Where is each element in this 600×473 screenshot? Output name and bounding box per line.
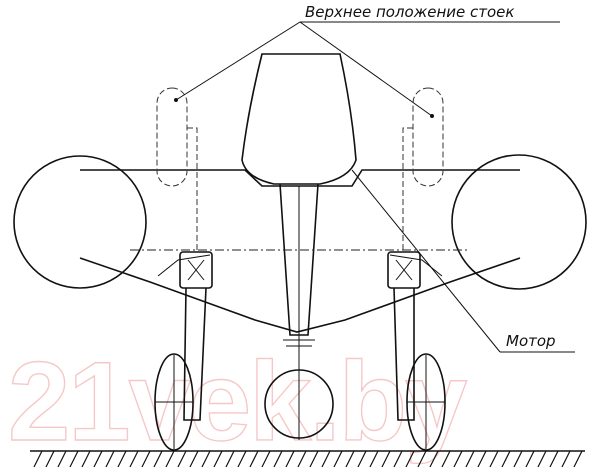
ground-hatch-line <box>201 450 211 468</box>
ground-hatch-line <box>69 450 79 468</box>
ground-hatch-line <box>45 450 55 468</box>
ground-hatch-line <box>177 450 187 468</box>
ground-hatch-line <box>33 450 43 468</box>
ground-hatch-line <box>141 450 151 468</box>
motor-label: Мотор <box>506 332 556 350</box>
ground-hatch-line <box>393 450 403 468</box>
ground-hatch-line <box>129 450 139 468</box>
ground-hatch-line <box>81 450 91 468</box>
ground-hatch-line <box>489 450 499 468</box>
left-mount-bracket <box>179 251 213 289</box>
ground-hatch-line <box>273 450 283 468</box>
ground-hatch-line <box>153 450 163 468</box>
ground <box>30 450 585 468</box>
ground-hatch-line <box>165 450 175 468</box>
ground-hatch-line <box>261 450 271 468</box>
ground-hatch-line <box>93 450 103 468</box>
upper-position-label: Верхнее положение стоек <box>305 3 514 21</box>
right-mount-bracket <box>387 251 421 289</box>
ground-hatch-line <box>573 450 583 468</box>
ground-hatch-line <box>465 450 475 468</box>
ground-hatch-line <box>345 450 355 468</box>
ground-hatch-line <box>477 450 487 468</box>
ground-hatch-line <box>225 450 235 468</box>
ground-hatch-line <box>405 450 415 468</box>
ground-hatch-line <box>297 450 307 468</box>
ground-hatch-line <box>57 450 67 468</box>
right-tube <box>451 154 587 290</box>
right-wheel-assembly <box>387 251 446 451</box>
ground-hatch-line <box>117 450 127 468</box>
ground-hatch-line <box>381 450 391 468</box>
ground-hatch-line <box>561 450 571 468</box>
ground-hatch-line <box>369 450 379 468</box>
motor-propeller <box>264 369 334 439</box>
ground-hatch-line <box>501 450 511 468</box>
boat-hull <box>79 169 521 333</box>
ground-hatch-line <box>333 450 343 468</box>
ground-hatch-line <box>525 450 535 468</box>
ground-hatch-line <box>237 450 247 468</box>
ground-hatch-line <box>357 450 367 468</box>
left-tube <box>13 155 147 289</box>
ground-hatch-line <box>417 450 427 468</box>
ground-hatch-line <box>285 450 295 468</box>
motor-callout: Мотор <box>351 169 575 353</box>
ground-hatch-line <box>309 450 319 468</box>
motor <box>241 53 357 440</box>
ground-hatch-line <box>537 450 547 468</box>
ground-hatch-line <box>513 450 523 468</box>
ground-hatch-line <box>213 450 223 468</box>
ground-hatch-line <box>429 450 439 468</box>
left-wheel-assembly <box>154 251 213 451</box>
ground-hatch-line <box>441 450 451 468</box>
watermark-text: 21vek.by <box>8 339 467 464</box>
ground-hatch-line <box>249 450 259 468</box>
ground-hatch-line <box>105 450 115 468</box>
ground-hatch-line <box>321 450 331 468</box>
ground-hatch-line <box>549 450 559 468</box>
ground-hatch-line <box>189 450 199 468</box>
ground-hatch-line <box>453 450 463 468</box>
upper-position-callout: Верхнее положение стоек <box>175 3 560 117</box>
